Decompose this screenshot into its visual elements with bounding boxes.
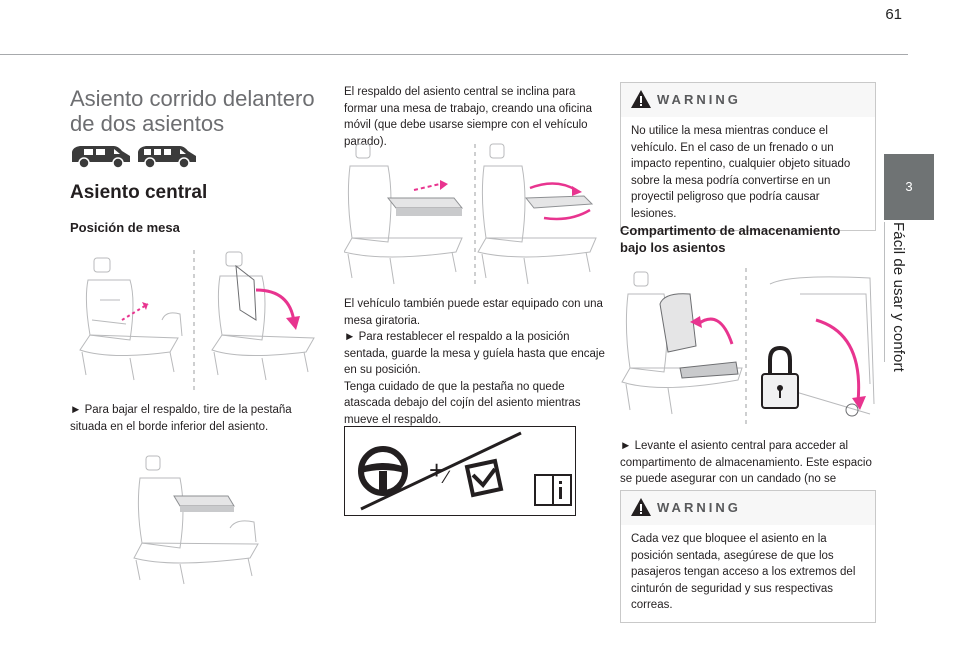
chapter-number: 3 — [905, 179, 913, 194]
minibus-icon — [138, 146, 196, 169]
padlock-icon — [761, 345, 799, 409]
warning-box-seatbelt: WARNING Cada vez que bloquee el asiento … — [620, 490, 876, 623]
svg-text:+: + — [429, 455, 444, 485]
middle-intro: El respaldo del asiento central se incli… — [344, 86, 593, 148]
seat-table-illustration — [130, 448, 270, 588]
steering-wheel-icon — [358, 446, 408, 496]
warning-title: WARNING — [657, 500, 741, 515]
left-instruction: ► Para bajar el respaldo, tire de la pes… — [70, 404, 292, 433]
page-number: 61 — [885, 6, 902, 23]
warning-text: Cada vez que bloquee el asiento en la po… — [631, 533, 856, 611]
pictogram-box: + ∕ — [344, 426, 576, 516]
warning-triangle-icon — [631, 498, 651, 516]
warning-triangle-icon — [631, 90, 651, 108]
van-icon — [72, 146, 130, 169]
warning-header: WARNING — [621, 491, 875, 525]
warning-title: WARNING — [657, 92, 741, 107]
heading-table-position: Posición de mesa — [70, 220, 180, 235]
chapter-title-text: Fácil de usar y confort — [890, 222, 907, 372]
chapter-title: Fácil de usar y confort — [890, 222, 920, 372]
table-tilt-illustration — [344, 138, 606, 288]
warning-box-table: WARNING No utilice la mesa mientras cond… — [620, 82, 876, 231]
heading-central-seat: Asiento central — [70, 182, 208, 203]
middle-body: El vehículo también puede estar equipado… — [344, 298, 605, 426]
side-divider — [884, 222, 885, 362]
heading-storage: Compartimento de almacenamiento bajo los… — [620, 223, 841, 255]
warning-header: WARNING — [621, 83, 875, 117]
vehicle-icons — [70, 142, 200, 170]
chapter-tab[interactable]: 3 — [884, 154, 934, 220]
seat-fold-illustration — [70, 240, 330, 400]
header-rule — [0, 54, 908, 55]
manual-book-icon — [534, 474, 572, 506]
warning-text: No utilice la mesa mientras conduce el v… — [631, 125, 851, 220]
storage-illustration — [620, 264, 876, 430]
section-title: Asiento corrido delantero de dos asiento… — [70, 86, 315, 136]
svg-text:∕: ∕ — [441, 467, 451, 487]
